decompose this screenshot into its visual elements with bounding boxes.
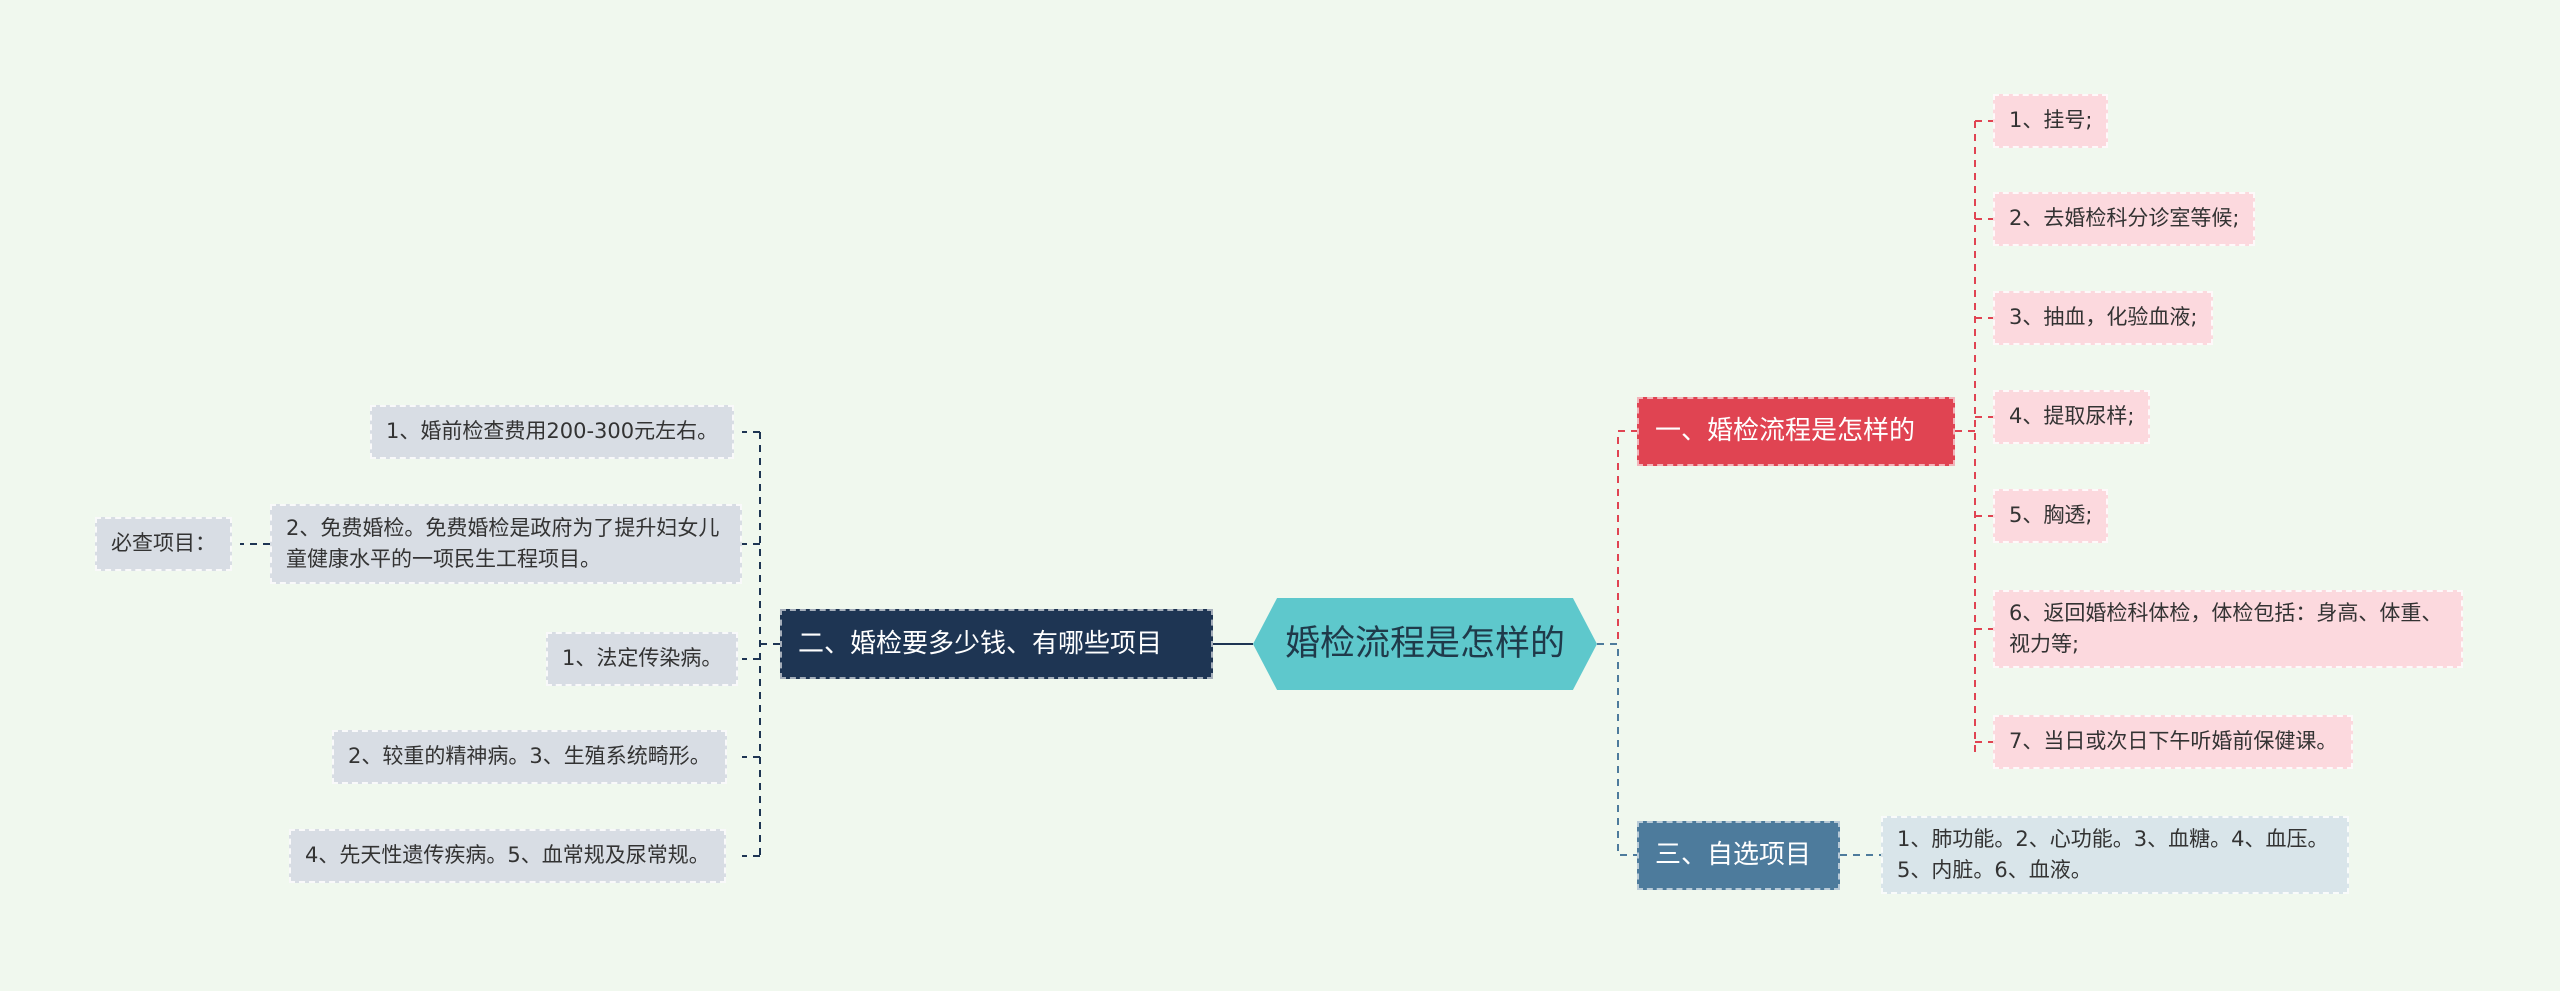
branch2-item-2[interactable]: 2、免费婚检。免费婚检是政府为了提升妇女儿童健康水平的一项民生工程项目。 [270, 504, 742, 584]
branch1-item-2[interactable]: 2、去婚检科分诊室等候; [1993, 192, 2256, 246]
branch2-item-3[interactable]: 1、法定传染病。 [546, 632, 739, 686]
branch3-label: 三、自选项目 [1655, 840, 1812, 870]
branch1-label: 一、婚检流程是怎样的 [1655, 416, 1916, 446]
root-label: 婚检流程是怎样的 [1284, 623, 1565, 664]
root-node[interactable]: 婚检流程是怎样的 [1253, 598, 1597, 690]
branch1-item-3[interactable]: 3、抽血，化验血液; [1993, 291, 2214, 345]
branch1-item-5[interactable]: 5、胸透; [1993, 489, 2109, 543]
branch2-item-4[interactable]: 2、较重的精神病。3、生殖系统畸形。 [332, 730, 727, 784]
branch3-node[interactable]: 三、自选项目 [1637, 821, 1840, 890]
link-branch2-items [759, 432, 780, 856]
link-root-branch3 [1597, 643, 1637, 856]
branch1-item-1[interactable]: 1、挂号; [1993, 94, 2109, 148]
branch3-item-1[interactable]: 1、肺功能。2、心功能。3、血糖。4、血压。5、内脏。6、血液。 [1881, 816, 2349, 894]
branch2-sub-label[interactable]: 必查项目： [95, 517, 232, 571]
branch2-item-5[interactable]: 4、先天性遗传疾病。5、血常规及尿常规。 [289, 829, 726, 883]
branch1-item-7[interactable]: 7、当日或次日下午听婚前保健课。 [1993, 715, 2354, 769]
branch1-item-6[interactable]: 6、返回婚检科体检，体检包括：身高、体重、视力等; [1993, 590, 2463, 668]
branch2-node[interactable]: 二、婚检要多少钱、有哪些项目 [780, 609, 1213, 679]
branch2-label: 二、婚检要多少钱、有哪些项目 [798, 628, 1163, 659]
branch1-node[interactable]: 一、婚检流程是怎样的 [1637, 397, 1955, 466]
branch1-item-4[interactable]: 4、提取尿样; [1993, 390, 2151, 444]
branch2-item-1[interactable]: 1、婚前检查费用200-300元左右。 [370, 405, 735, 459]
link-branch1-items [1955, 121, 1976, 752]
link-root-branch1 [1597, 430, 1637, 645]
